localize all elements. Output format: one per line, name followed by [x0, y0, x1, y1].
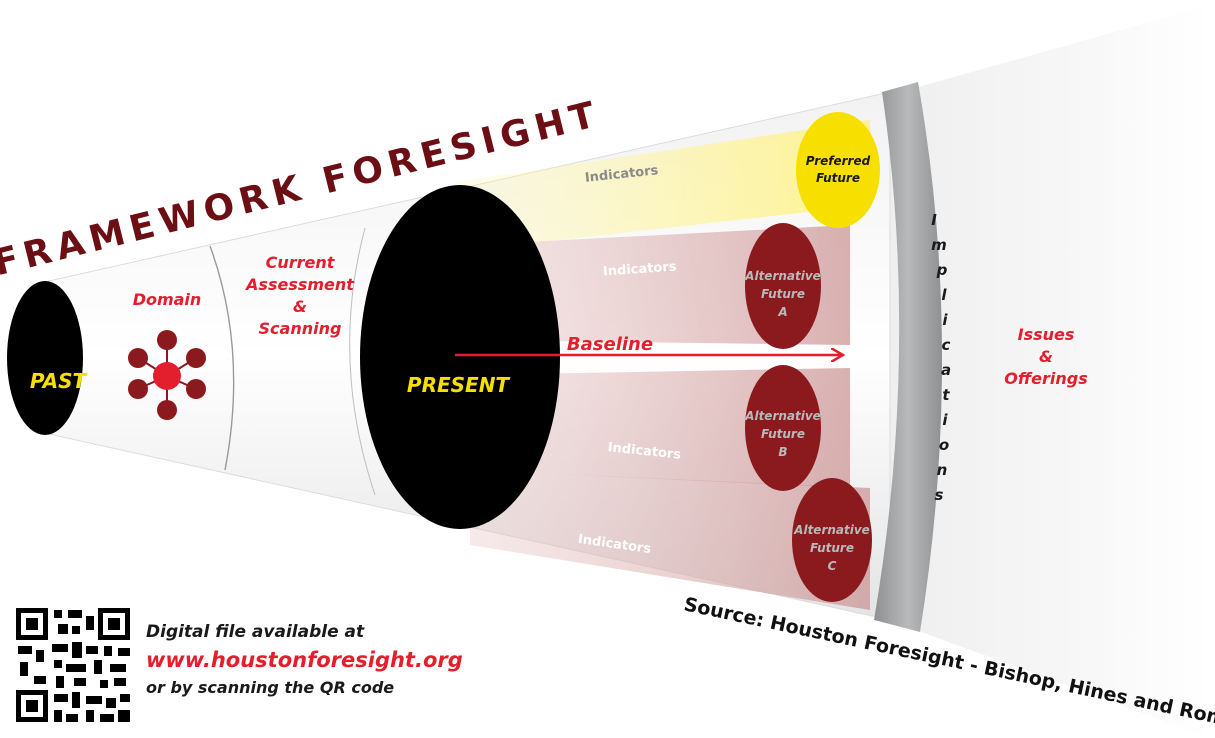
baseline-label: Baseline: [567, 334, 653, 355]
svg-text:i: i: [942, 311, 948, 329]
svg-text:Future: Future: [816, 171, 860, 185]
svg-text:Alternative: Alternative: [793, 523, 870, 537]
svg-text:Alternative: Alternative: [744, 409, 821, 423]
svg-text:Issues: Issues: [1018, 325, 1075, 344]
svg-text:p: p: [936, 261, 948, 279]
svg-text:Alternative: Alternative: [744, 269, 821, 283]
svg-text:B: B: [778, 445, 787, 459]
issues-area: [875, 5, 1210, 738]
domain-network-icon: [128, 330, 206, 420]
footer-line-3: or by scanning the QR code: [146, 678, 394, 697]
svg-text:o: o: [939, 436, 949, 454]
svg-text:&: &: [293, 297, 307, 316]
svg-text:t: t: [942, 386, 950, 404]
svg-text:l: l: [941, 286, 947, 304]
alternative-future-a-circle: [745, 223, 821, 349]
implications-band: [874, 82, 943, 632]
svg-text:Preferred: Preferred: [806, 154, 871, 168]
issues-offerings-label: Issues & Offerings: [1004, 325, 1088, 388]
implications-label: I m p l i c a t i o n s: [931, 211, 951, 504]
alt-c-band: [470, 470, 870, 610]
footer-url-link[interactable]: www.houstonforesight.org: [146, 648, 463, 672]
qr-code-icon: [14, 606, 132, 724]
present-label: PRESENT: [407, 373, 511, 397]
current-assessment-label: Current Assessment & Scanning: [244, 253, 355, 338]
footer-line-1: Digital file available at: [146, 622, 365, 642]
svg-text:s: s: [935, 486, 944, 504]
preferred-future-circle: [796, 112, 880, 228]
alternative-future-c-circle: [792, 478, 872, 602]
svg-text:&: &: [1039, 347, 1053, 366]
svg-text:A: A: [777, 305, 787, 319]
svg-text:Future: Future: [810, 541, 854, 555]
svg-text:Scanning: Scanning: [259, 319, 342, 338]
svg-text:i: i: [942, 411, 948, 429]
present-circle: [360, 185, 560, 529]
svg-text:Future: Future: [761, 287, 805, 301]
svg-text:n: n: [937, 461, 948, 479]
svg-text:Assessment: Assessment: [244, 275, 355, 294]
assessment-separator: [349, 227, 376, 496]
svg-text:I: I: [931, 211, 937, 229]
past-circle: [7, 281, 83, 435]
svg-text:a: a: [941, 361, 951, 379]
alternative-future-b-circle: [745, 365, 821, 491]
svg-text:m: m: [931, 236, 947, 254]
svg-text:Future: Future: [761, 427, 805, 441]
svg-text:Offerings: Offerings: [1004, 369, 1088, 388]
svg-text:c: c: [942, 336, 951, 354]
svg-text:Current: Current: [266, 253, 336, 272]
domain-label: Domain: [133, 290, 202, 309]
svg-text:C: C: [828, 559, 837, 573]
indicators-label-2: Indicators: [603, 259, 678, 279]
preferred-band: [455, 120, 870, 250]
past-label: PAST: [30, 369, 88, 393]
domain-separator: [209, 245, 235, 471]
